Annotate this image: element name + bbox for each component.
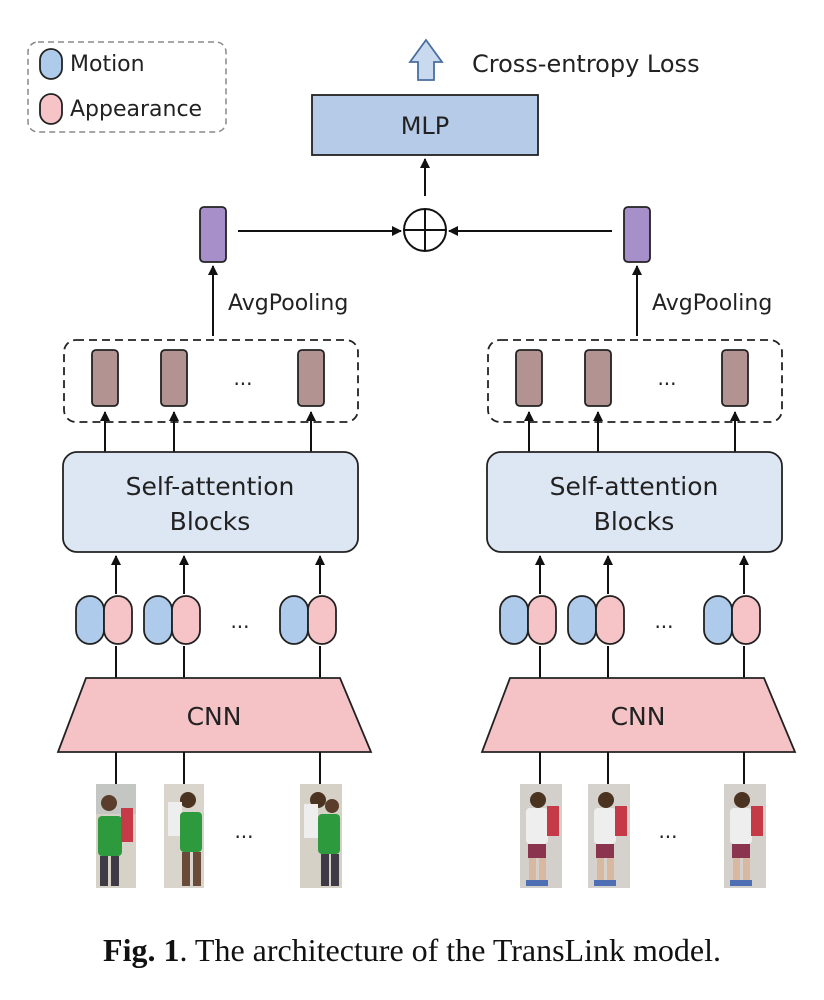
right-attention-line1: Self-attention [550,472,719,501]
legend: Motion Appearance [27,41,227,133]
left-cnn-label: CNN [187,702,242,731]
left-person-crop-1 [96,784,136,888]
left-token-n [297,349,325,407]
left-attention-line2: Blocks [170,507,251,536]
left-pooled-feature [199,206,227,263]
right-person-crop-2 [588,784,630,888]
right-token-ellipsis: ... [657,366,676,390]
mlp-block [311,94,539,156]
left-feature-ellipsis: ... [230,609,249,633]
right-feature-ellipsis: ... [654,609,673,633]
right-branch: AvgPooling ... Self-attention Blocks ... [448,206,797,888]
top-section: Cross-entropy Loss MLP [311,38,700,252]
left-token-1 [91,349,119,407]
left-image-ellipsis: ... [234,819,253,843]
right-cnn-label: CNN [611,702,666,731]
right-feature-pair-n [703,595,761,645]
mlp-label: MLP [401,112,450,140]
left-token-group [63,339,359,423]
left-person-crop-n [300,784,342,888]
right-token-1 [515,349,543,407]
left-feature-pair-n [279,595,337,645]
right-feature-pair-1 [499,595,557,645]
right-cnn-block [480,677,797,753]
right-token-n [721,349,749,407]
right-token-2 [584,349,612,407]
right-image-ellipsis: ... [658,819,677,843]
right-person-crop-n [724,784,766,888]
right-attention-line2: Blocks [594,507,675,536]
legend-appearance-label: Appearance [70,97,202,122]
left-token-2 [160,349,188,407]
left-person-crop-2 [164,784,204,888]
legend-motion-label: Motion [70,52,145,77]
figure-label: Fig. 1 [103,932,180,968]
left-feature-pair-1 [75,595,133,645]
left-attention-line1: Self-attention [126,472,295,501]
motion-swatch [39,48,63,80]
figure-caption: Fig. 1. The architecture of the TransLin… [0,932,824,969]
right-feature-pair-2 [567,595,625,645]
left-attention-block [62,451,359,553]
right-pooled-feature [623,206,651,263]
loss-arrow-icon [408,38,444,81]
appearance-swatch [39,93,63,125]
left-pool-label: AvgPooling [228,291,348,316]
left-feature-pair-2 [143,595,201,645]
left-token-ellipsis: ... [233,366,252,390]
loss-label: Cross-entropy Loss [472,50,700,78]
left-branch: AvgPooling ... Self-attention Blocks ... [56,206,402,888]
right-token-group [487,339,783,423]
right-attention-block [486,451,783,553]
caption-text: . The architecture of the TransLink mode… [179,932,721,968]
right-person-crop-1 [520,784,562,888]
left-cnn-block [56,677,373,753]
right-pool-label: AvgPooling [652,291,772,316]
